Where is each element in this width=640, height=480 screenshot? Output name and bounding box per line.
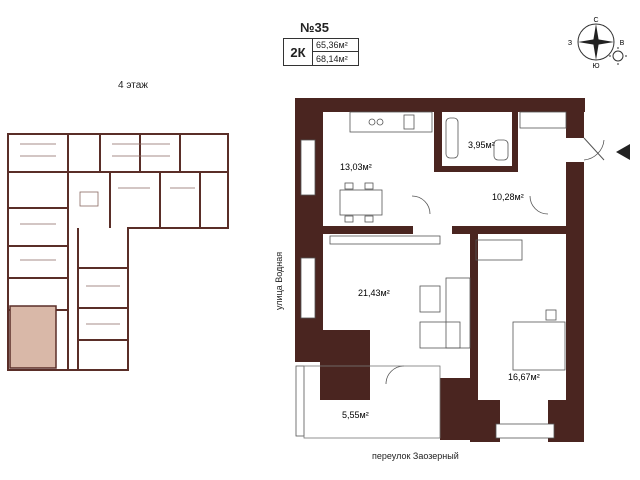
sun-icon [612,50,624,62]
compass-icon: С Ю З В [568,17,627,70]
area-total-value: 68,14м² [313,52,359,66]
compass-east: В [620,40,625,47]
room-area-bathroom: 3,95м² [468,140,495,150]
floor-overview-plan [7,133,229,371]
highlighted-apartment [9,305,57,369]
furniture [329,111,567,385]
street-label-bottom: переулок Заозерный [372,451,459,461]
apartment-number: №35 [300,20,329,35]
compass-south: Ю [592,63,599,70]
street-label-left: улица Водная [274,251,284,310]
room-count-badge: 2К [283,38,313,66]
windows [295,139,555,439]
room-area-balcony: 5,55м² [342,410,369,420]
area-living-value: 65,36м² [313,38,359,52]
compass-west: З [568,40,572,47]
room-area-hallway: 10,28м² [492,192,524,202]
room-area-bedroom: 16,67м² [508,372,540,382]
compass-north: С [593,17,598,24]
floor-label: 4 этаж [118,80,148,91]
entrance-arrow-icon [616,144,630,160]
room-area-kitchen: 13,03м² [340,162,372,172]
room-area-living: 21,43м² [358,288,390,298]
